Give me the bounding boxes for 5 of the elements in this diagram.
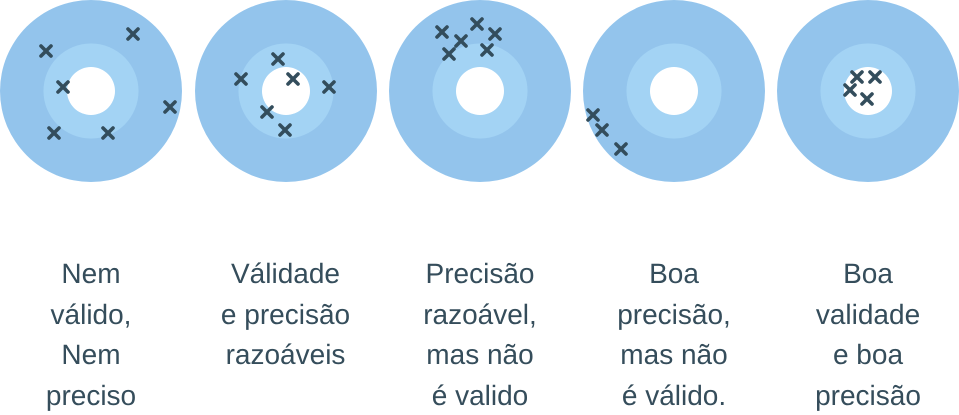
caption-text: Precisão razoável, mas não é valido [423, 257, 537, 412]
caption-text: Válidade e precisão razoáveis [220, 257, 350, 372]
caption-text: Boa validade e boa precisão [815, 257, 921, 413]
caption-text: Boa precisão, mas não é válido. [617, 257, 731, 412]
caption-text: Nem válido, Nem preciso [46, 257, 136, 413]
